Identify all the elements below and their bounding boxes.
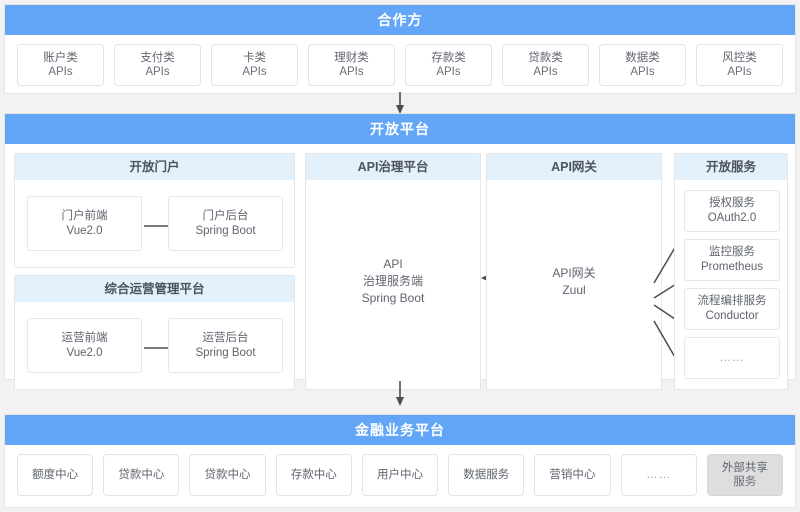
partner-api-chip-0-line2: APIs (48, 66, 73, 78)
business-center-chip-2[interactable]: 贷款中心 (189, 454, 266, 496)
partner-api-chip-3[interactable]: 理财类 APIs (308, 44, 395, 86)
partner-api-chip-4-line1: 存款类 (431, 52, 466, 64)
business-center-chip-7-line1: …… (646, 469, 672, 481)
business-center-chip-5[interactable]: 数据服务 (448, 454, 525, 496)
partner-api-chip-3-line2: APIs (339, 66, 364, 78)
partners-chip-row: 账户类 APIs 支付类 APIs 卡类 APIs 理财类 APIs 存款类 APIs 贷款类 API… (5, 35, 795, 98)
partner-api-chip-4[interactable]: 存款类 APIs (405, 44, 492, 86)
partner-api-chip-2-line1: 卡类 (243, 52, 266, 64)
business-center-chip-8-line1: 外部共享 (721, 462, 768, 474)
api-governance-l1: API (383, 257, 403, 271)
open-service-box-0[interactable]: 授权服务 OAuth2.0 (684, 190, 780, 232)
open-portal-panel: 开放门户 门户前端 Vue2.0 门户后台 Spring Boot (14, 153, 295, 268)
partner-api-chip-0[interactable]: 账户类 APIs (17, 44, 104, 86)
portal-frontend-l1: 门户前端 (61, 209, 108, 222)
open-service-box-1-line1: 监控服务 (709, 246, 755, 258)
open-services-panel: 开放服务 授权服务 OAuth2.0 监控服务 Prometheus 流程编排服务 Con… (674, 153, 788, 390)
business-center-chip-1-line1: 贷款中心 (118, 469, 165, 481)
portal-backend-l1: 门户后台 (202, 209, 249, 222)
operation-frontend-l1: 运营前端 (61, 331, 108, 344)
open-services-title: 开放服务 (675, 154, 787, 180)
api-governance-title: API治理平台 (306, 154, 480, 180)
api-governance-panel: API治理平台 API 治理服务端 Spring Boot (305, 153, 481, 390)
portal-backend-box[interactable]: 门户后台 Spring Boot (168, 196, 283, 251)
api-gateway-body: API网关 Zuul (487, 180, 661, 389)
business-center-chip-0-line1: 额度中心 (32, 469, 79, 481)
business-center-chip-1[interactable]: 贷款中心 (103, 454, 180, 496)
operation-platform-title: 综合运营管理平台 (15, 276, 294, 302)
api-gateway-title: API网关 (487, 154, 661, 180)
business-center-chip-3[interactable]: 存款中心 (275, 454, 352, 496)
arrow-platform-to-business (396, 381, 404, 406)
api-gateway-l1: API网关 (552, 266, 596, 280)
open-service-box-3[interactable]: …… (684, 337, 780, 379)
partner-api-chip-7-line2: APIs (727, 66, 752, 78)
business-chip-row: 额度中心 贷款中心 贷款中心 存款中心 用户中心 数据服务 营销中心 …… 外部共享服务 (5, 445, 795, 508)
open-platform-title: 开放平台 (5, 114, 795, 144)
api-governance-body: API 治理服务端 Spring Boot (306, 180, 480, 389)
partner-api-chip-6[interactable]: 数据类 APIs (599, 44, 686, 86)
operation-platform-panel: 综合运营管理平台 运营前端 Vue2.0 运营后台 Spring Boot (14, 275, 295, 390)
operation-frontend-box[interactable]: 运营前端 Vue2.0 (27, 318, 142, 373)
open-service-box-0-line1: 授权服务 (709, 197, 755, 209)
operation-platform-body: 运营前端 Vue2.0 运营后台 Spring Boot (15, 302, 294, 389)
partner-api-chip-7[interactable]: 风控类 APIs (696, 44, 783, 86)
partner-api-chip-4-line2: APIs (436, 66, 461, 78)
partner-api-chip-1-line2: APIs (145, 66, 170, 78)
api-governance-l3: Spring Boot (361, 291, 425, 305)
business-platform-card: 金融业务平台 额度中心 贷款中心 贷款中心 存款中心 用户中心 数据服务 营销中心 …… 外部共… (4, 414, 796, 508)
business-center-chip-7[interactable]: …… (620, 454, 697, 496)
partner-api-chip-5[interactable]: 贷款类 APIs (502, 44, 589, 86)
operation-backend-l1: 运营后台 (202, 331, 249, 344)
open-platform-card: 开放平台 开放门户 门户前端 Vue2.0 门户后台 Spring Boot (4, 113, 796, 390)
partner-api-chip-6-line1: 数据类 (625, 52, 660, 64)
partner-api-chip-5-line1: 贷款类 (528, 52, 563, 64)
arrow-partners-to-platform (396, 92, 404, 114)
open-service-box-3-line1: …… (719, 351, 745, 364)
business-center-chip-2-line1: 贷款中心 (204, 469, 251, 481)
partner-api-chip-0-line1: 账户类 (43, 52, 78, 64)
partner-api-chip-6-line2: APIs (630, 66, 655, 78)
open-service-box-2-line2: Conductor (705, 310, 759, 322)
business-center-chip-8-line2: 服务 (733, 476, 757, 488)
portal-backend-l2: Spring Boot (195, 224, 256, 237)
partner-api-chip-3-line1: 理财类 (334, 52, 369, 64)
portal-frontend-l2: Vue2.0 (66, 224, 103, 237)
partner-api-chip-2-line2: APIs (242, 66, 267, 78)
operation-frontend-l2: Vue2.0 (66, 346, 103, 359)
operation-backend-box[interactable]: 运营后台 Spring Boot (168, 318, 283, 373)
partner-api-chip-1[interactable]: 支付类 APIs (114, 44, 201, 86)
api-governance-text: API 治理服务端 Spring Boot (306, 256, 480, 307)
business-center-chip-8[interactable]: 外部共享服务 (706, 454, 783, 496)
open-service-box-1[interactable]: 监控服务 Prometheus (684, 239, 780, 281)
open-services-body: 授权服务 OAuth2.0 监控服务 Prometheus 流程编排服务 Conducto… (675, 180, 787, 389)
business-center-chip-5-line1: 数据服务 (463, 469, 510, 481)
api-gateway-panel: API网关 API网关 Zuul (486, 153, 662, 390)
business-center-chip-6[interactable]: 营销中心 (534, 454, 611, 496)
open-service-box-1-line2: Prometheus (700, 261, 763, 273)
operation-backend-l2: Spring Boot (195, 346, 256, 359)
partner-api-chip-5-line2: APIs (533, 66, 558, 78)
business-center-chip-0[interactable]: 额度中心 (17, 454, 94, 496)
business-center-chip-4[interactable]: 用户中心 (361, 454, 439, 496)
open-portal-title: 开放门户 (15, 154, 294, 180)
partner-api-chip-7-line1: 风控类 (722, 52, 757, 64)
partners-title: 合作方 (5, 5, 795, 35)
partner-api-chip-1-line1: 支付类 (140, 52, 175, 64)
open-service-box-2-line1: 流程编排服务 (697, 295, 767, 307)
api-gateway-l2: Zuul (562, 283, 586, 297)
api-governance-l2: 治理服务端 (362, 274, 423, 288)
business-platform-title: 金融业务平台 (5, 415, 795, 445)
open-service-box-0-line2: OAuth2.0 (707, 212, 757, 224)
open-service-box-2[interactable]: 流程编排服务 Conductor (684, 288, 780, 330)
business-center-chip-6-line1: 营销中心 (549, 469, 596, 481)
api-gateway-text: API网关 Zuul (487, 265, 661, 299)
open-portal-body: 门户前端 Vue2.0 门户后台 Spring Boot (15, 180, 294, 267)
business-center-chip-3-line1: 存款中心 (290, 469, 337, 481)
business-center-chip-4-line1: 用户中心 (376, 469, 423, 481)
partner-api-chip-2[interactable]: 卡类 APIs (211, 44, 298, 86)
portal-frontend-box[interactable]: 门户前端 Vue2.0 (27, 196, 142, 251)
